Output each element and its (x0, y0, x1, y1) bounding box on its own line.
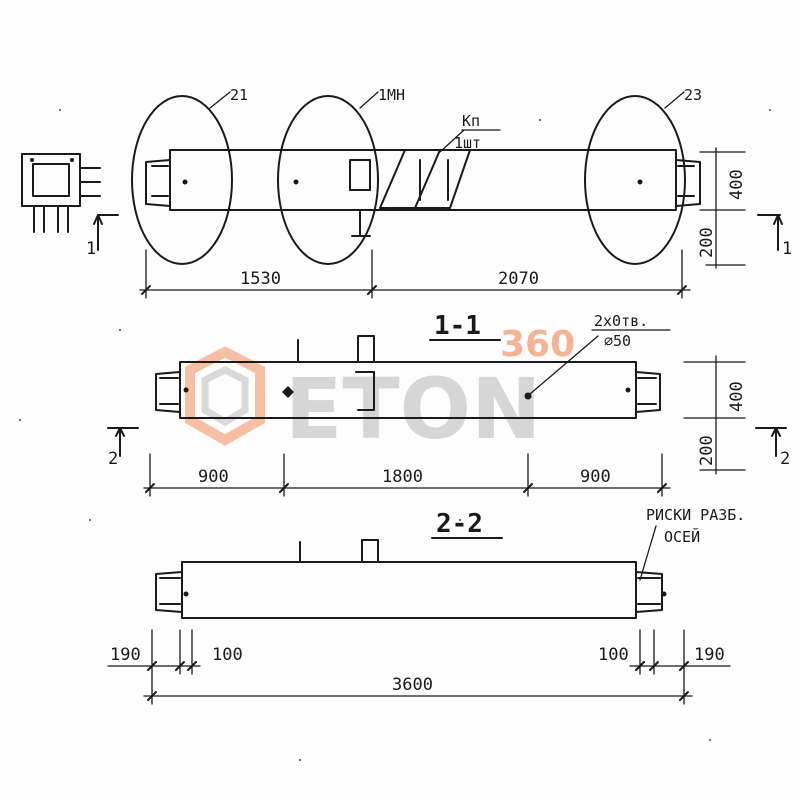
svg-text:1: 1 (86, 239, 96, 259)
plan-dim-2070: 2070 (498, 269, 539, 289)
section-1-1-dim-900-left: 900 (198, 467, 229, 487)
section-1-1: 1-1 2х0тв. ⌀50 400 200 (107, 311, 790, 497)
section-2-2-dim-100-left: 100 (212, 645, 243, 665)
section-1-1-title: 1-1 (434, 311, 481, 341)
watermark-logo-inner (201, 366, 249, 427)
svg-text:2: 2 (780, 449, 790, 469)
section-2-2-beam (181, 561, 637, 619)
axis-marks-note-2: ОСЕЙ (664, 527, 700, 546)
watermark-logo-hexagon (185, 346, 265, 446)
watermark-brand-text: ETON (285, 360, 541, 458)
cut-mark-1-left: 1 (86, 214, 119, 259)
cut-mark-2-right: 2 (755, 427, 790, 469)
scan-noise (19, 109, 771, 761)
section-2-2-title: 2-2 (436, 509, 483, 539)
section-1-1-dim-200: 200 (697, 435, 717, 466)
section-2-2-dim-100-right: 100 (598, 645, 629, 665)
section-1-1-dim-900-right: 900 (580, 467, 611, 487)
callout-kp: Кп (462, 112, 480, 130)
detail-oval-middle (277, 95, 379, 265)
plan-view: 1 21 1МН 23 (21, 86, 792, 299)
section-2-2-dim-190-left: 190 (110, 645, 141, 665)
callout-1mn: 1МН (378, 86, 405, 104)
axis-marks-note: РИСКИ РАЗБ. (646, 506, 745, 524)
detail-oval-left (131, 95, 233, 265)
section-1-1-dim-1800: 1800 (382, 467, 423, 487)
section-1-1-dim-400: 400 (727, 381, 747, 412)
hole-note: 2х0тв. (594, 312, 648, 330)
section-1-1-beam (179, 361, 637, 419)
svg-text:2: 2 (108, 449, 118, 469)
plan-dim-1530: 1530 (240, 269, 281, 289)
plan-dim-400: 400 (727, 169, 747, 200)
callout-21: 21 (230, 86, 248, 104)
end-view-sketch (21, 153, 101, 233)
plan-beam-body (169, 149, 677, 211)
hole-diameter: ⌀50 (604, 332, 631, 350)
watermark-brand-number: 360 (500, 324, 575, 365)
callout-23: 23 (684, 86, 702, 104)
svg-text:1: 1 (782, 239, 792, 259)
section-2-2-dim-190-right: 190 (694, 645, 725, 665)
section-2-2-dim-3600: 3600 (392, 675, 433, 695)
watermark: ETON 360 (185, 324, 575, 458)
detail-oval-right (584, 95, 686, 265)
plan-dim-200: 200 (697, 227, 717, 258)
callout-kp-count: 1шт (454, 134, 481, 152)
cut-mark-2-left: 2 (107, 427, 139, 469)
section-2-2: 2-2 РИСКИ РАЗБ. ОСЕЙ 190 100 (107, 506, 745, 705)
cut-mark-1-right: 1 (757, 214, 792, 259)
